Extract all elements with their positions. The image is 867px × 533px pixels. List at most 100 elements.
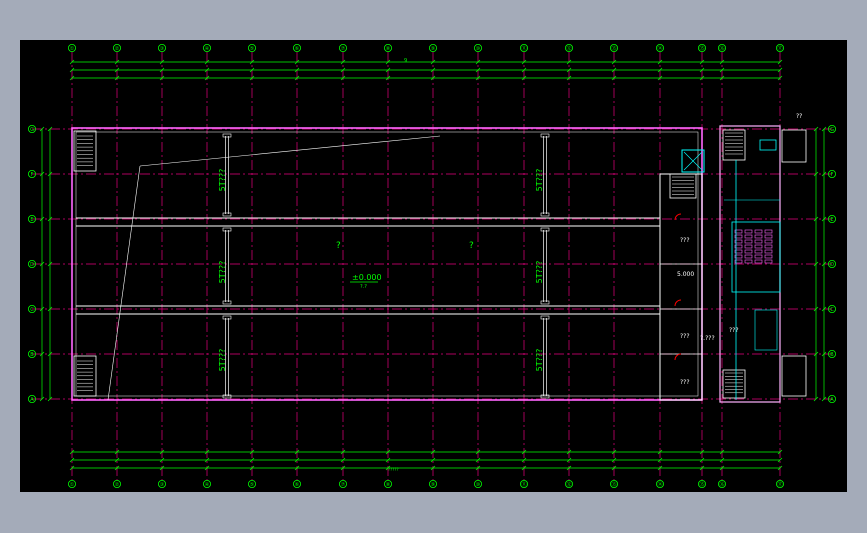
bottom-overall-dimension: ????? (388, 467, 399, 472)
axis-label-top-9: ⑨ (431, 46, 435, 52)
axis-bubble-right-B (828, 349, 837, 358)
axis-bubble-bottom-16 (718, 479, 727, 488)
axis-bubble-right-D (828, 259, 837, 268)
side-elevation: 5.000 (677, 271, 694, 278)
axis-label-right-A: A (830, 397, 834, 403)
axis-label-top-1: ① (70, 46, 75, 52)
axis-label-top-10: ⑩ (476, 46, 481, 52)
axis-label-bottom-6: ⑥ (295, 482, 300, 488)
axis-label-top-4: ④ (205, 46, 210, 52)
axis-bubble-right-G (828, 125, 837, 134)
axis-bubble-top-2 (113, 44, 122, 52)
room-label-3: ??? (680, 379, 690, 386)
office-room-mid (754, 309, 778, 351)
door-2 (674, 353, 682, 361)
axis-label-bottom-9: ⑨ (431, 482, 435, 488)
axis-label-top-15: ⑮ (699, 45, 704, 52)
dimension-lines (39, 59, 827, 471)
axis-grid (32, 52, 832, 480)
axis-label-top-11: ⑪ (521, 45, 526, 52)
axis-label-left-A: A (30, 397, 34, 403)
axis-label-bottom-17: ⑰ (777, 481, 782, 488)
office-stair-bottom (722, 369, 746, 399)
axis-label-top-8: ⑧ (386, 46, 391, 52)
elevator-shaft (681, 149, 705, 173)
axis-label-bottom-1: ① (70, 482, 75, 488)
crane-label-1: 5T??? (218, 169, 227, 192)
axis-bubble-bottom-12 (565, 479, 574, 488)
axis-label-bottom-11: ⑪ (521, 481, 526, 488)
crane-label-5: 5T??? (218, 349, 227, 372)
axis-label-right-E: E (830, 217, 833, 223)
door-1 (674, 299, 682, 307)
stair-left-1 (73, 355, 97, 397)
axis-label-bottom-15: ⑮ (699, 481, 704, 488)
axis-bubble-bottom-6 (292, 479, 301, 488)
axis-label-bottom-2: ② (115, 482, 120, 488)
axis-bubble-top-9 (428, 44, 437, 52)
axis-label-left-E: E (30, 217, 33, 223)
axis-bubble-bottom-13 (610, 479, 619, 488)
stair-service (669, 173, 697, 199)
axis-label-right-B: B (830, 352, 834, 358)
room-mark-1: ? (336, 241, 341, 251)
axis-label-left-F: F (31, 172, 34, 178)
axis-bubble-left-E (27, 214, 36, 223)
axis-label-left-C: C (30, 307, 34, 313)
side-elevation-2: ?.??? (700, 335, 715, 342)
annex-bottom (781, 355, 807, 397)
axis-bubble-right-E (828, 214, 837, 223)
crane-label-6: 5T??? (535, 349, 544, 372)
top-overall-dimension: 9 (404, 58, 407, 64)
axis-label-left-D: D (30, 262, 34, 268)
axis-bubble-top-8 (383, 44, 392, 52)
axis-label-bottom-5: ⑤ (250, 482, 254, 488)
building-details (73, 129, 781, 400)
elevation-mark: ±0.000 (352, 273, 382, 282)
axis-bubble-top-15 (698, 44, 707, 52)
axis-bubble-left-B (27, 349, 36, 358)
axis-label-bottom-7: ⑦ (341, 482, 346, 488)
office-stair-top (722, 129, 746, 161)
axis-label-right-G: G (830, 127, 834, 133)
axis-bubble-top-10 (473, 44, 482, 52)
axis-bubble-bottom-17 (776, 479, 785, 488)
axis-label-bottom-16: ⑯ (719, 481, 724, 488)
building-walls (71, 125, 807, 403)
axis-bubble-bottom-2 (113, 479, 122, 488)
axis-label-left-B: B (30, 352, 34, 358)
axis-bubble-left-C (27, 304, 36, 313)
ref-line-left (107, 165, 141, 401)
axis-label-top-6: ⑥ (295, 46, 300, 52)
axis-label-top-12: ⑫ (566, 45, 571, 52)
annex-top (781, 129, 807, 163)
crane-label-2: 5T??? (535, 169, 544, 192)
axis-bubble-top-4 (202, 44, 211, 52)
crane-label-4: 5T??? (535, 261, 544, 284)
axis-bubble-left-A (27, 394, 36, 403)
axis-bubble-right-C (828, 304, 837, 313)
crane-label-3: 5T??? (218, 261, 227, 284)
axis-bubble-bottom-7 (338, 479, 347, 488)
axis-label-top-16: ⑯ (719, 45, 724, 52)
axis-label-bottom-8: ⑧ (386, 482, 391, 488)
axis-label-top-7: ⑦ (341, 46, 346, 52)
axis-bubble-bottom-14 (656, 479, 665, 488)
axis-bubble-bottom-1 (68, 479, 77, 488)
axis-bubble-top-7 (338, 44, 347, 52)
axis-label-right-C: C (830, 307, 834, 313)
axis-bubble-left-F (27, 169, 36, 178)
axis-bubble-top-3 (157, 44, 166, 52)
axis-bubble-bottom-9 (428, 479, 437, 488)
toilet-area (731, 221, 781, 293)
axis-bubble-top-17 (776, 44, 785, 52)
axis-label-bottom-13: ⑬ (611, 481, 616, 488)
axis-bubble-bottom-3 (157, 479, 166, 488)
axis-bubble-right-F (828, 169, 837, 178)
room-label-1: ??? (680, 237, 690, 244)
room-label-4: ??? (729, 327, 739, 334)
axis-bubble-top-13 (610, 44, 619, 52)
axis-label-top-5: ⑤ (250, 46, 254, 52)
axis-bubble-top-16 (718, 44, 727, 52)
